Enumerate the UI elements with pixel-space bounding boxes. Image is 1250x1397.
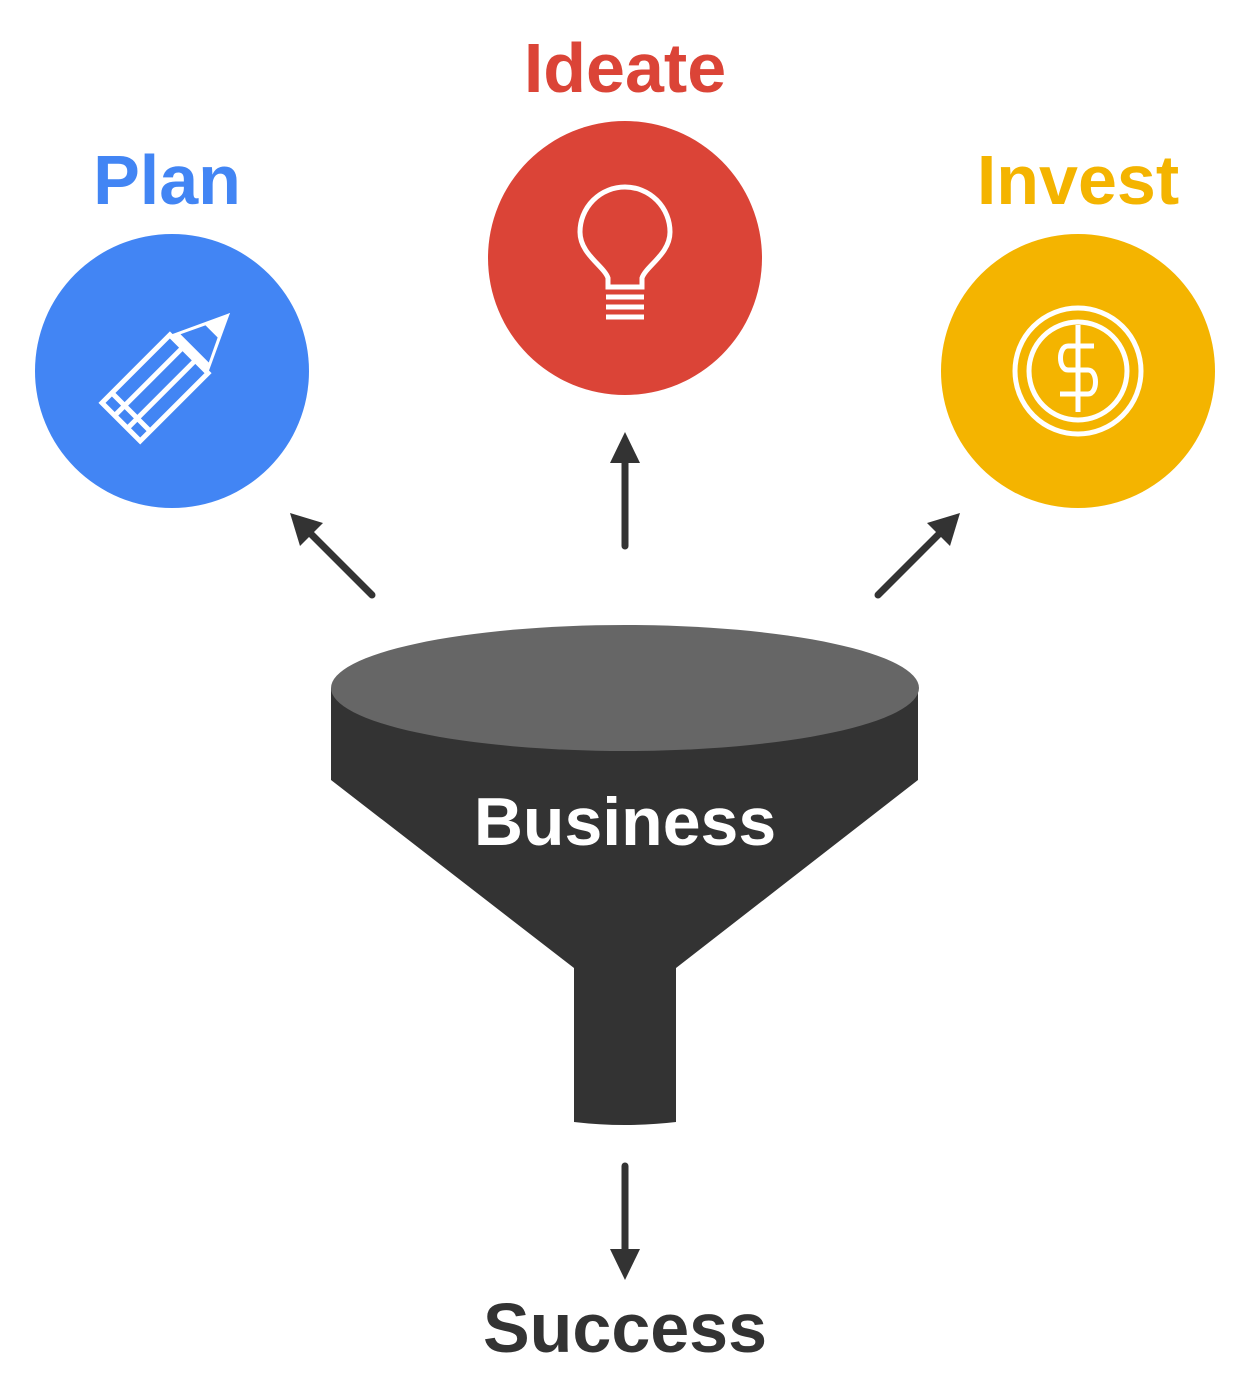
dollar-coin-icon bbox=[1012, 305, 1144, 437]
funnel-body bbox=[331, 688, 918, 1125]
arrow-to-invest bbox=[874, 513, 960, 599]
invest-label: Invest bbox=[977, 141, 1179, 219]
plan-circle bbox=[35, 234, 309, 508]
arrow-to-ideate bbox=[610, 432, 640, 550]
success-label: Success bbox=[483, 1289, 767, 1367]
ideate-label: Ideate bbox=[524, 29, 726, 107]
ideate-circle bbox=[488, 121, 762, 395]
lightbulb-icon bbox=[577, 184, 673, 320]
arrow-to-plan bbox=[290, 513, 376, 599]
funnel-label: Business bbox=[474, 784, 776, 860]
ideate-node bbox=[488, 121, 762, 395]
plan-node bbox=[35, 234, 309, 508]
arrow-to-success bbox=[610, 1162, 640, 1280]
funnel: Business bbox=[331, 625, 919, 1125]
pencil-icon bbox=[98, 313, 230, 445]
funnel-rim bbox=[331, 625, 919, 751]
plan-label: Plan bbox=[93, 141, 241, 219]
arrows bbox=[290, 432, 960, 1280]
invest-node bbox=[941, 234, 1215, 508]
